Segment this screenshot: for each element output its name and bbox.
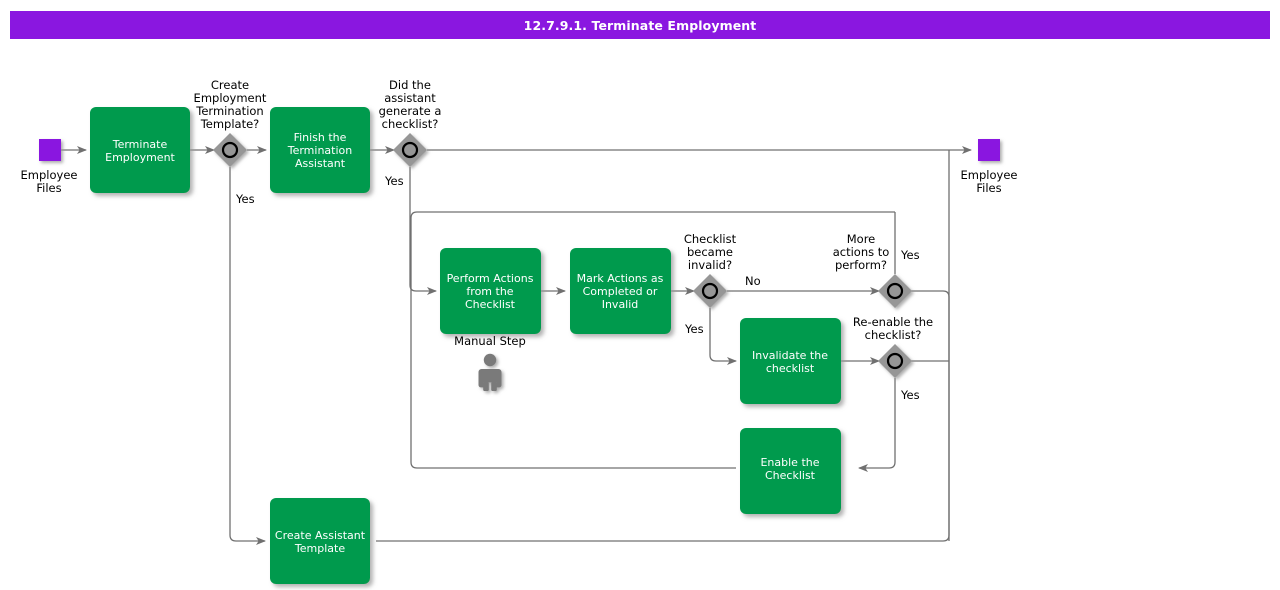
task-terminate-employment-box[interactable]	[90, 107, 190, 193]
gateway-reenable-ring	[886, 352, 904, 370]
task-invalidate-checklist-line2: checklist	[766, 362, 815, 375]
task-mark-actions-line3: Invalid	[602, 298, 639, 311]
edge-gw-invalid-yes-to-invalidate	[709, 308, 737, 365]
gateway-generate-checklist-ring	[401, 141, 419, 159]
task-finish-termination-assistant[interactable]: Finish the Termination Assistant	[270, 107, 370, 193]
gateway-generate-checklist-label-line1: Did the	[389, 78, 431, 92]
gateway-checklist-invalid-diamond[interactable]	[693, 274, 727, 308]
gateway-generate-checklist-label-line2: assistant	[384, 91, 436, 105]
gateway-more-actions-to-perform[interactable]: More actions to perform? Yes	[833, 232, 920, 308]
task-finish-termination-assistant-line2: Termination	[287, 144, 353, 157]
gateway-generate-checklist-diamond[interactable]	[393, 133, 427, 167]
edge-label-reenable-yes: Yes	[900, 388, 920, 402]
task-perform-actions-line1: Perform Actions	[447, 272, 534, 285]
gateway-generate-checklist-label-line4: checklist?	[382, 117, 439, 131]
task-enable-checklist-line1: Enable the	[760, 456, 819, 469]
gateway-create-template-diamond[interactable]	[213, 133, 247, 167]
end-event-employee-files[interactable]	[978, 139, 1000, 161]
edge-label-create-template-yes: Yes	[235, 192, 255, 206]
edge-gw-create-template-yes-to-create-assistant-template	[229, 167, 266, 545]
gateway-more-actions-diamond[interactable]	[878, 274, 912, 308]
end-event-label-line1: Employee	[961, 168, 1018, 182]
task-terminate-employment-line1: Terminate	[112, 138, 168, 151]
gateway-reenable-the-checklist[interactable]: Re-enable the checklist? Yes	[853, 315, 933, 402]
gateway-reenable-label-line2: checklist?	[865, 328, 922, 342]
gateway-create-template-label-line4: Template?	[200, 117, 260, 131]
gateway-reenable-diamond[interactable]	[878, 344, 912, 378]
task-enable-the-checklist[interactable]: Enable the Checklist	[740, 428, 841, 514]
gateway-create-template-ring	[221, 141, 239, 159]
person-icon	[478, 353, 502, 391]
gateway-more-actions-label-line3: perform?	[835, 258, 887, 272]
edges-layer	[60, 146, 972, 545]
task-finish-termination-assistant-box[interactable]	[270, 107, 370, 193]
manual-step-annotation: Manual Step	[454, 334, 526, 391]
gateway-create-employment-termination-template[interactable]: Create Employment Termination Template? …	[194, 78, 267, 206]
task-mark-actions-completed-or-invalid[interactable]: Mark Actions as Completed or Invalid	[570, 248, 671, 334]
gateway-checklist-became-invalid[interactable]: Checklist became invalid? No Yes	[684, 232, 761, 336]
task-enable-checklist-line2: Checklist	[765, 469, 816, 482]
diagram-title-bar: 12.7.9.1. Terminate Employment	[10, 11, 1270, 39]
task-invalidate-checklist-box[interactable]	[740, 318, 841, 404]
task-perform-actions-from-checklist[interactable]: Perform Actions from the Checklist	[440, 248, 541, 334]
gateway-checklist-invalid-label-line2: became	[687, 245, 733, 259]
loop-boundary-top-left-bottom	[410, 211, 895, 469]
task-mark-actions-line1: Mark Actions as	[577, 272, 664, 285]
edge-gw-reenable-yes-to-enable-checklist	[858, 378, 896, 472]
start-event-employee-files[interactable]	[39, 139, 61, 161]
task-invalidate-the-checklist[interactable]: Invalidate the checklist	[740, 318, 841, 404]
task-terminate-employment[interactable]: Terminate Employment	[90, 107, 190, 193]
task-create-assistant-template-line2: Template	[294, 542, 345, 555]
gateway-reenable-label-line1: Re-enable the	[853, 315, 933, 329]
end-event-label-line2: Files	[976, 181, 1001, 195]
task-terminate-employment-line2: Employment	[105, 151, 175, 164]
task-create-assistant-template-box[interactable]	[270, 498, 370, 584]
gateway-more-actions-label-line1: More	[847, 232, 876, 246]
end-event-group[interactable]: Employee Files	[961, 139, 1018, 195]
edge-label-checklist-invalid-yes: Yes	[684, 322, 704, 336]
edge-label-checklist-invalid-no: No	[745, 274, 761, 288]
start-event-group[interactable]: Employee Files	[21, 139, 78, 195]
gateway-checklist-invalid-ring	[701, 282, 719, 300]
start-event-label-line1: Employee	[21, 168, 78, 182]
gateway-create-template-label-line2: Employment	[194, 91, 267, 105]
gateway-did-assistant-generate-checklist[interactable]: Did the assistant generate a checklist? …	[379, 78, 442, 188]
gateway-checklist-invalid-label-line3: invalid?	[688, 258, 732, 272]
task-create-assistant-template[interactable]: Create Assistant Template	[270, 498, 370, 584]
gateway-create-template-label-line1: Create	[211, 78, 249, 92]
task-perform-actions-line2: from the	[466, 285, 513, 298]
task-perform-actions-box[interactable]	[440, 248, 541, 334]
task-finish-termination-assistant-line3: Assistant	[295, 157, 346, 170]
gateway-generate-checklist-label-line3: generate a	[379, 104, 442, 118]
gateway-create-template-label-line3: Termination	[195, 104, 263, 118]
edge-label-more-actions-yes: Yes	[900, 248, 920, 262]
edge-label-generate-checklist-yes: Yes	[384, 174, 404, 188]
edge-gw-generate-checklist-yes-to-perform-actions	[409, 167, 437, 295]
manual-step-label: Manual Step	[454, 334, 526, 348]
task-perform-actions-line3: Checklist	[465, 298, 516, 311]
gateway-checklist-invalid-label-line1: Checklist	[684, 232, 737, 246]
task-enable-checklist-box[interactable]	[740, 428, 841, 514]
page-title: 12.7.9.1. Terminate Employment	[523, 17, 757, 33]
task-finish-termination-assistant-line1: Finish the	[294, 131, 347, 144]
task-invalidate-checklist-line1: Invalidate the	[752, 349, 828, 362]
task-create-assistant-template-line1: Create Assistant	[275, 529, 366, 542]
gateway-more-actions-label-line2: actions to	[833, 245, 890, 259]
gateway-more-actions-ring	[886, 282, 904, 300]
start-event-label-line2: Files	[36, 181, 61, 195]
task-mark-actions-box[interactable]	[570, 248, 671, 334]
task-mark-actions-line2: Completed or	[583, 285, 658, 298]
